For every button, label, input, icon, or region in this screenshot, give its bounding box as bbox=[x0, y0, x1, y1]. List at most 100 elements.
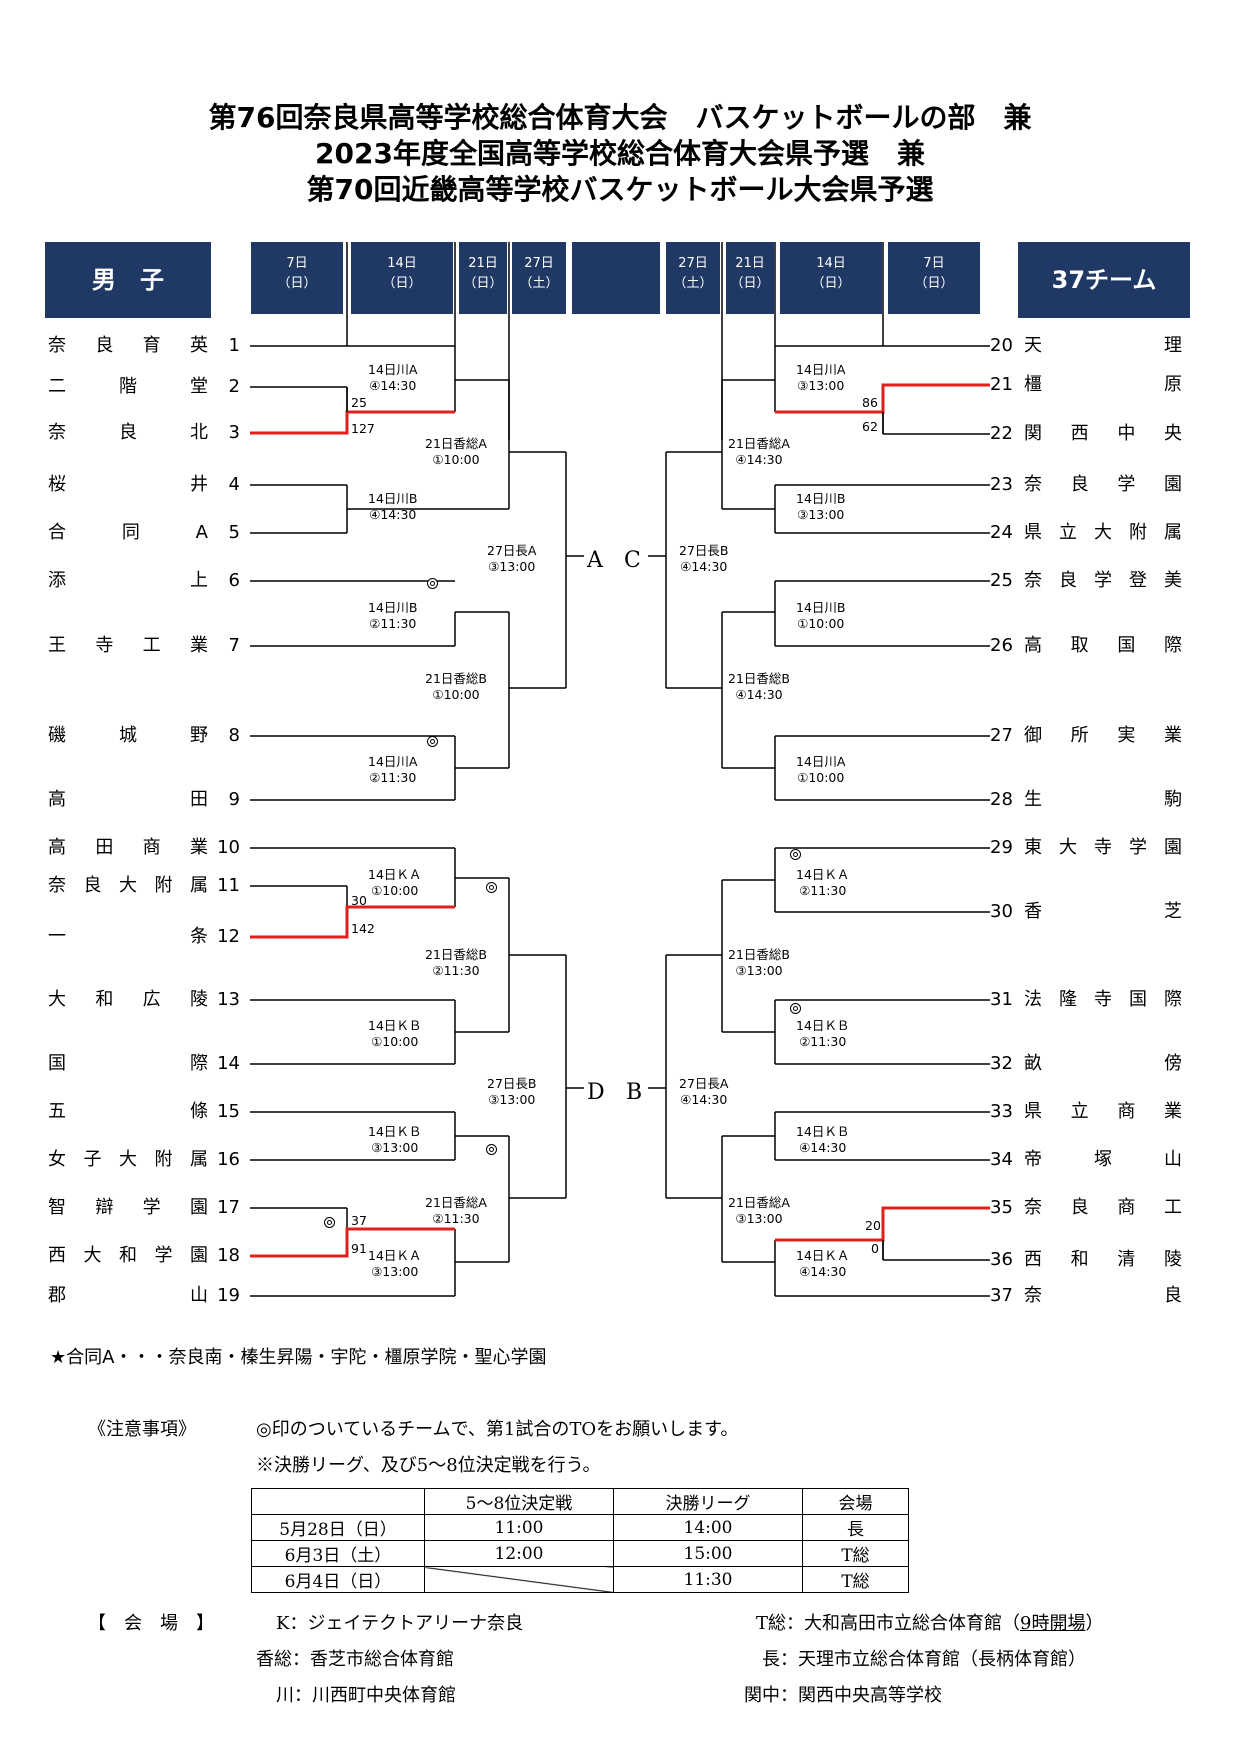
team-name: 女子大附属 bbox=[48, 1149, 208, 1170]
team-name: 御所実業 bbox=[1024, 725, 1182, 746]
to-marker-icon bbox=[324, 1217, 335, 1228]
joint-team-footnote: ★合同A・・・奈良南・榛生昇陽・宇陀・橿原学院・聖心学園 bbox=[50, 1347, 547, 1368]
team-number: 35 bbox=[990, 1197, 1013, 1218]
venues-heading: 【 会 場 】 bbox=[88, 1613, 214, 1634]
team-name: 帝塚山 bbox=[1024, 1149, 1182, 1170]
team-number: 15 bbox=[217, 1101, 240, 1122]
team-number: 3 bbox=[228, 422, 240, 443]
team-number: 10 bbox=[217, 837, 240, 858]
table-row: 5～8位決定戦 決勝リーグ 会場 bbox=[251, 1488, 909, 1515]
team-number: 1 bbox=[228, 335, 240, 356]
team-number: 14 bbox=[217, 1053, 240, 1074]
team-name: 高田商業 bbox=[48, 837, 208, 858]
team-name: 奈良 bbox=[1024, 1285, 1182, 1306]
score: 86 bbox=[862, 395, 878, 410]
score: 37 bbox=[351, 1213, 367, 1228]
team-name: 県立大附属 bbox=[1024, 522, 1182, 543]
team-number: 25 bbox=[990, 570, 1013, 591]
notes-line-1: ◎印のついているチームで、第1試合のTOをお願いします。 bbox=[256, 1419, 739, 1440]
notes-heading: 《注意事項》 bbox=[88, 1419, 196, 1440]
score: 0 bbox=[871, 1241, 879, 1256]
title-line-3: 第70回近畿高等学校バスケットボール大会県予選 bbox=[306, 173, 934, 206]
day-header-27-left: 27日（土） bbox=[512, 242, 566, 314]
venue-naga: 長：天理市立総合体育館（長柄体育館） bbox=[762, 1649, 1086, 1670]
team-number: 13 bbox=[217, 989, 240, 1010]
team-name: 高田 bbox=[48, 789, 208, 810]
team-number: 20 bbox=[990, 335, 1013, 356]
team-number: 21 bbox=[990, 374, 1013, 395]
score: 127 bbox=[351, 421, 375, 436]
team-number: 33 bbox=[990, 1101, 1013, 1122]
team-name: 高取国際 bbox=[1024, 635, 1182, 656]
team-number: 29 bbox=[990, 837, 1013, 858]
score: 25 bbox=[351, 395, 367, 410]
team-name: 桜井 bbox=[48, 474, 208, 495]
to-marker-icon bbox=[486, 1144, 497, 1155]
block-label-d: D bbox=[587, 1080, 605, 1105]
team-name: 大和広陵 bbox=[48, 989, 208, 1010]
title-line-1: 第76回奈良県高等学校総合体育大会 バスケットボールの部 兼 bbox=[208, 101, 1032, 134]
team-number: 36 bbox=[990, 1249, 1013, 1270]
team-name: 奈良北 bbox=[48, 422, 208, 443]
day-header-21-left: 21日（日） bbox=[459, 242, 507, 314]
team-number: 32 bbox=[990, 1053, 1013, 1074]
score: 142 bbox=[351, 921, 375, 936]
score: 91 bbox=[351, 1241, 367, 1256]
venue-kaso: 香総：香芝市総合体育館 bbox=[256, 1649, 454, 1670]
venue-k: K：ジェイテクトアリーナ奈良 bbox=[276, 1613, 524, 1634]
team-name: 奈良学園 bbox=[1024, 474, 1182, 495]
team-number: 16 bbox=[217, 1149, 240, 1170]
team-number: 23 bbox=[990, 474, 1013, 495]
day-header-21-right: 21日（日） bbox=[726, 242, 774, 314]
team-number: 27 bbox=[990, 725, 1013, 746]
team-number: 28 bbox=[990, 789, 1013, 810]
team-name: 奈良大附属 bbox=[48, 875, 208, 896]
day-header-14-right: 14日（日） bbox=[780, 242, 882, 314]
day-header-7-right: 7日（日） bbox=[888, 242, 980, 314]
team-number: 34 bbox=[990, 1149, 1013, 1170]
day-header-final bbox=[572, 242, 660, 314]
score: 20 bbox=[865, 1218, 881, 1233]
day-header-7-left: 7日（日） bbox=[251, 242, 343, 314]
team-number: 30 bbox=[990, 901, 1013, 922]
team-number: 2 bbox=[228, 376, 240, 397]
team-name: 関西中央 bbox=[1024, 423, 1182, 444]
block-label-a: A bbox=[587, 548, 603, 573]
team-name: 奈良育英 bbox=[48, 335, 208, 356]
team-name: 郡山 bbox=[48, 1285, 208, 1306]
team-name: 一条 bbox=[48, 926, 208, 947]
team-number: 4 bbox=[228, 474, 240, 495]
team-name: 磯城野 bbox=[48, 725, 208, 746]
diagonal-cell bbox=[424, 1566, 614, 1593]
team-name: 県立商業 bbox=[1024, 1101, 1182, 1122]
team-name: 二階堂 bbox=[48, 376, 208, 397]
notes-line-2: ※決勝リーグ、及び5～8位決定戦を行う。 bbox=[256, 1455, 601, 1476]
team-name: 東大寺学園 bbox=[1024, 837, 1182, 858]
